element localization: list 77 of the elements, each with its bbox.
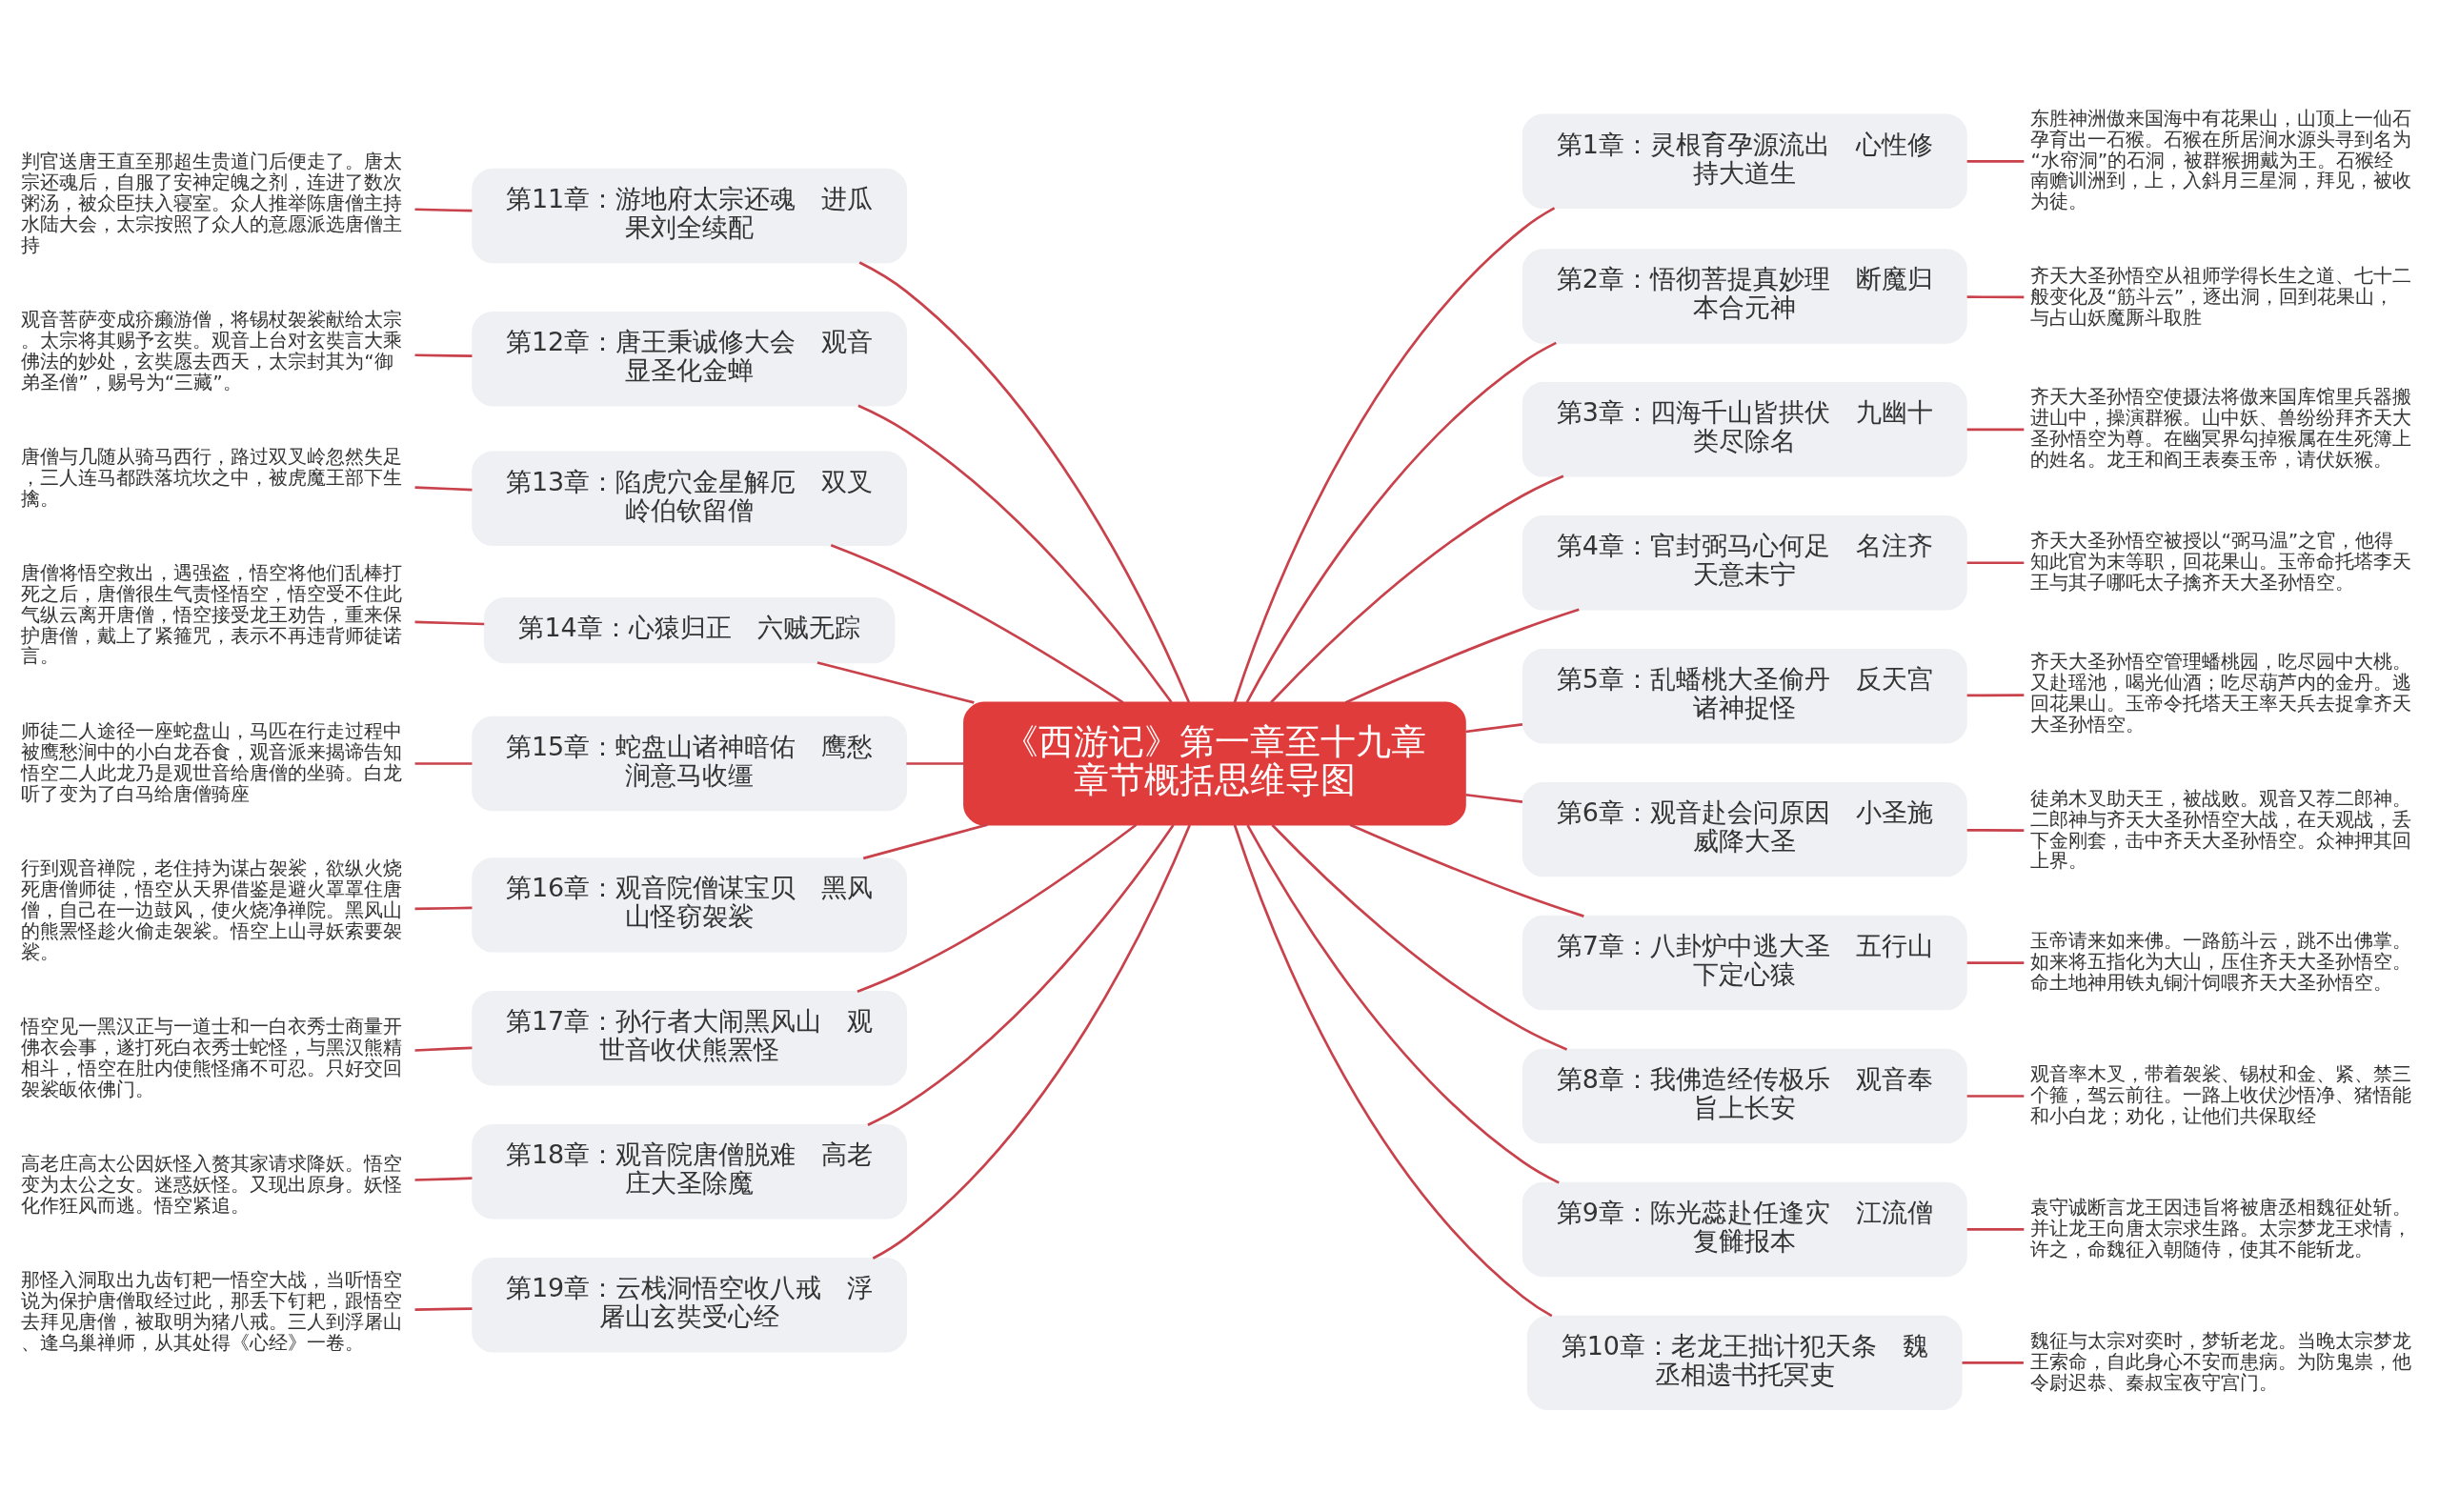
connector xyxy=(414,1177,473,1181)
node-box: 第6章：观音赴会问原因 小圣施威降大圣 xyxy=(1522,781,1967,877)
node-box: 第3章：四海千山皆拱伏 九幽十类尽除名 xyxy=(1522,382,1967,477)
connector xyxy=(1966,159,2025,163)
connector xyxy=(830,544,1124,704)
node-box: 第7章：八卦炉中逃大圣 五行山下定心猿 xyxy=(1522,915,1967,1011)
connector xyxy=(1966,694,2025,697)
connector xyxy=(414,208,473,212)
node-text: 悟空见一黑汉正与一道士和一白衣秀士商量开佛衣会事，遂打死白衣秀士蛇怪，与黑汉熊精相斗，悟空在肚内使熊怪痛不可忍。只好交回袈裟皈依佛门。 xyxy=(21,1015,403,1100)
connector xyxy=(414,1046,473,1052)
connector xyxy=(862,823,988,860)
node-text: 唐僧与几随从骑马西行，路过双叉岭忽然失足，三人连马都跌落坑坎之中，被虎魔王部下生擒。 xyxy=(21,445,403,511)
node-box: 第15章：蛇盘山诸神暗佑 鹰愁涧意马收缰 xyxy=(472,716,908,812)
connector xyxy=(1962,1361,2024,1364)
connector xyxy=(414,353,473,357)
connector xyxy=(1344,608,1580,704)
connector xyxy=(1233,207,1556,703)
node-box: 第18章：观音院唐僧脱难 高老庄大圣除魔 xyxy=(472,1124,908,1220)
node-box: 第13章：陷虎穴金星解厄 双叉岭伯钦留僧 xyxy=(472,451,908,547)
connector xyxy=(1966,295,2025,299)
node-text: 袁守诚断言龙王因违旨将被唐丞相魏征处斩。并让龙王向唐太宗求生路。太宗梦龙王求情，许之，命魏征入朝随侍，使其不能斩龙。 xyxy=(2030,1195,2412,1260)
node-text: 高老庄高太公因妖怪入赘其家请求降妖。悟空变为太公之女。迷惑妖怪。又现出原身。妖怪化作狂风而逃。悟空紧追。 xyxy=(21,1152,403,1218)
connector xyxy=(1465,723,1523,734)
node-box: 第8章：我佛造经传极乐 观音奉旨上长安 xyxy=(1522,1048,1967,1144)
node-box: 第17章：孙行者大闹黑风山 观世音收伏熊罴怪 xyxy=(472,991,908,1086)
connector xyxy=(1966,961,2025,964)
connector xyxy=(1270,474,1564,704)
node-box: 第16章：观音院僧谋宝贝 黑风山怪窃袈裟 xyxy=(472,857,908,953)
connector xyxy=(858,261,1191,703)
node-box: 第14章：心猿归正 六贼无踪 xyxy=(483,597,896,664)
connector xyxy=(867,824,1175,1126)
connector xyxy=(1966,1228,2025,1231)
node-box: 第4章：官封弼马心何足 名注齐天意未宁 xyxy=(1522,515,1967,611)
node-box: 第2章：悟彻菩提真妙理 断魔归本合元神 xyxy=(1522,249,1967,344)
node-box: 第12章：唐王秉诚修大会 观音显圣化金蝉 xyxy=(472,311,908,407)
node-text: 唐僧将悟空救出，遇强盗，悟空将他们乱棒打死之后，唐僧很生气责怪悟空，悟空受不住此气纵云离开唐僧，悟空接受龙王劝告，重来保护唐僧，戴上了紧箍咒，表示不再违背师徒诺言。 xyxy=(21,560,403,668)
node-text: 判官送唐王直至那超生贵道门后便走了。唐太宗还魂后，自服了安神定魄之剂，连进了数次粥汤，被众臣扶入寝室。众人推举陈唐僧主持水陆大会，太宗按照了众人的意愿派选唐僧主持 xyxy=(21,150,403,256)
node-text: 玉帝请来如来佛。一路筋斗云，跳不出佛掌。如来将五指化为大山，压住齐天大圣孙悟空。命土地神用铁丸铜汁饲喂齐天大圣孙悟空。 xyxy=(2030,928,2412,994)
node-text: 行到观音禅院，老住持为谋占袈裟，欲纵火烧死唐僧师徒，悟空从天界借鉴是避火罩罩住唐僧，自己在一边鼓风，使火烧净禅院。黑风山的熊罴怪趁火偷走袈裟。悟空上山寻妖索要袈裟。 xyxy=(21,857,403,963)
connector xyxy=(872,824,1191,1260)
connector xyxy=(906,762,964,765)
connector xyxy=(1233,824,1553,1318)
node-text: 齐天大圣孙悟空被授以“弼马温”之官，他得知此官为末等职，回花果山。玉帝命托塔李天王与其子哪吒太子擒齐天大圣孙悟空。 xyxy=(2030,529,2412,594)
connector xyxy=(1246,824,1560,1184)
node-text: 那怪入洞取出九齿钉耙一悟空大战，当听悟空说为保护唐僧取经过此，那丢下钉耙，跟悟空去拜见唐僧，被取明为猪八戒。三人到浮屠山、逢乌巢禅师，从其处得《心经》一卷。 xyxy=(21,1268,403,1355)
node-text: 观音菩萨变成疥癞游僧，将锡杖袈裟献给太宗。太宗将其赐予玄奘。观音上台对玄奘言大乘佛法的妙处，玄奘愿去西天，太宗封其为“御弟圣僧”，赐号为“三藏”。 xyxy=(21,308,403,394)
connector xyxy=(1966,1095,2025,1098)
node-text: 师徒二人途径一座蛇盘山，马匹在行走过程中被鹰愁涧中的小白龙吞食，观音派来揭谛告知悟空二人此龙乃是观世音给唐僧的坐骑。白龙听了变为了白马给唐僧骑座 xyxy=(21,718,403,805)
node-box: 第10章：老龙王拙计犯天条 魏丞相遗书托冥吏 xyxy=(1526,1315,1963,1411)
connector xyxy=(1271,824,1568,1051)
node-text: 观音率木叉，带着袈裟、锡杖和金、紧、禁三个箍，驾云前往。一路上收伏沙悟净、猪悟能和小白龙；劝化，让他们共保取经 xyxy=(2030,1061,2412,1127)
node-box: 第11章：游地府太宗还魂 进瓜果刘全续配 xyxy=(472,168,908,264)
node-text: 齐天大圣孙悟空从祖师学得长生之道、七十二般变化及“筋斗云”，逐出洞，回到花果山，与占山妖魔厮斗取胜 xyxy=(2030,263,2412,329)
connector xyxy=(1465,793,1523,803)
connector xyxy=(857,823,1138,993)
connector xyxy=(414,1307,473,1311)
connector xyxy=(414,762,473,765)
connector xyxy=(414,620,485,626)
connector xyxy=(857,404,1173,703)
connector xyxy=(1966,829,2025,832)
node-text: 齐天大圣孙悟空使摄法将傲来国库馆里兵器搬进山中，操演群猴。山中妖、兽纷纷拜齐天大圣孙悟空为尊。在幽冥界勾掉猴属在生死簿上的姓名。龙王和阎王表奏玉帝，请伏妖猴。 xyxy=(2030,385,2412,471)
node-box: 第19章：云栈洞悟空收八戒 浮屠山玄奘受心经 xyxy=(472,1257,908,1353)
node-text: 徒弟木叉助天王，被战败。观音又荐二郎神。二郎神与齐天大圣孙悟空大战，在天观战，丢下金刚套，击中齐天大圣孙悟空。众神押其回上界。 xyxy=(2030,786,2412,873)
node-box: 第5章：乱蟠桃大圣偷丹 反天宫诸神捉怪 xyxy=(1522,648,1967,744)
node-text: 魏征与太宗对奕时，梦斩老龙。当晚太宗梦龙王索命，自此身心不安而患病。为防鬼祟，他令尉迟恭、秦叔宝夜守宫门。 xyxy=(2030,1328,2412,1394)
connector xyxy=(1349,823,1584,917)
connector xyxy=(1966,428,2025,432)
node-box: 《西游记》第一章至十九章章节概括思维导图 xyxy=(963,701,1466,826)
connector xyxy=(414,906,473,911)
connector xyxy=(1966,561,2025,565)
node-text: 齐天大圣孙悟空管理蟠桃园，吃尽园中大桃。又赴瑶池，喝光仙酒；吃尽葫芦内的金丹。逃回花果山。玉帝令托塔天王率天兵去捉拿齐天大圣孙悟空。 xyxy=(2030,650,2412,736)
connector xyxy=(414,486,473,492)
node-box: 第9章：陈光蕊赴任逢灾 江流僧复雠报本 xyxy=(1522,1181,1967,1278)
connector xyxy=(1245,341,1557,703)
node-box: 第1章：灵根育孕源流出 心性修持大道生 xyxy=(1522,113,1967,209)
connector xyxy=(816,661,975,704)
node-text: 东胜神洲傲来国海中有花果山，山顶上一仙石孕育出一石猴。石猴在所居涧水源头寻到名为“水帘洞”的石洞，被群猴拥戴为王。石猴经南赡训洲到，上，入斜月三星洞，拜见，被收为徒。 xyxy=(2030,106,2412,213)
